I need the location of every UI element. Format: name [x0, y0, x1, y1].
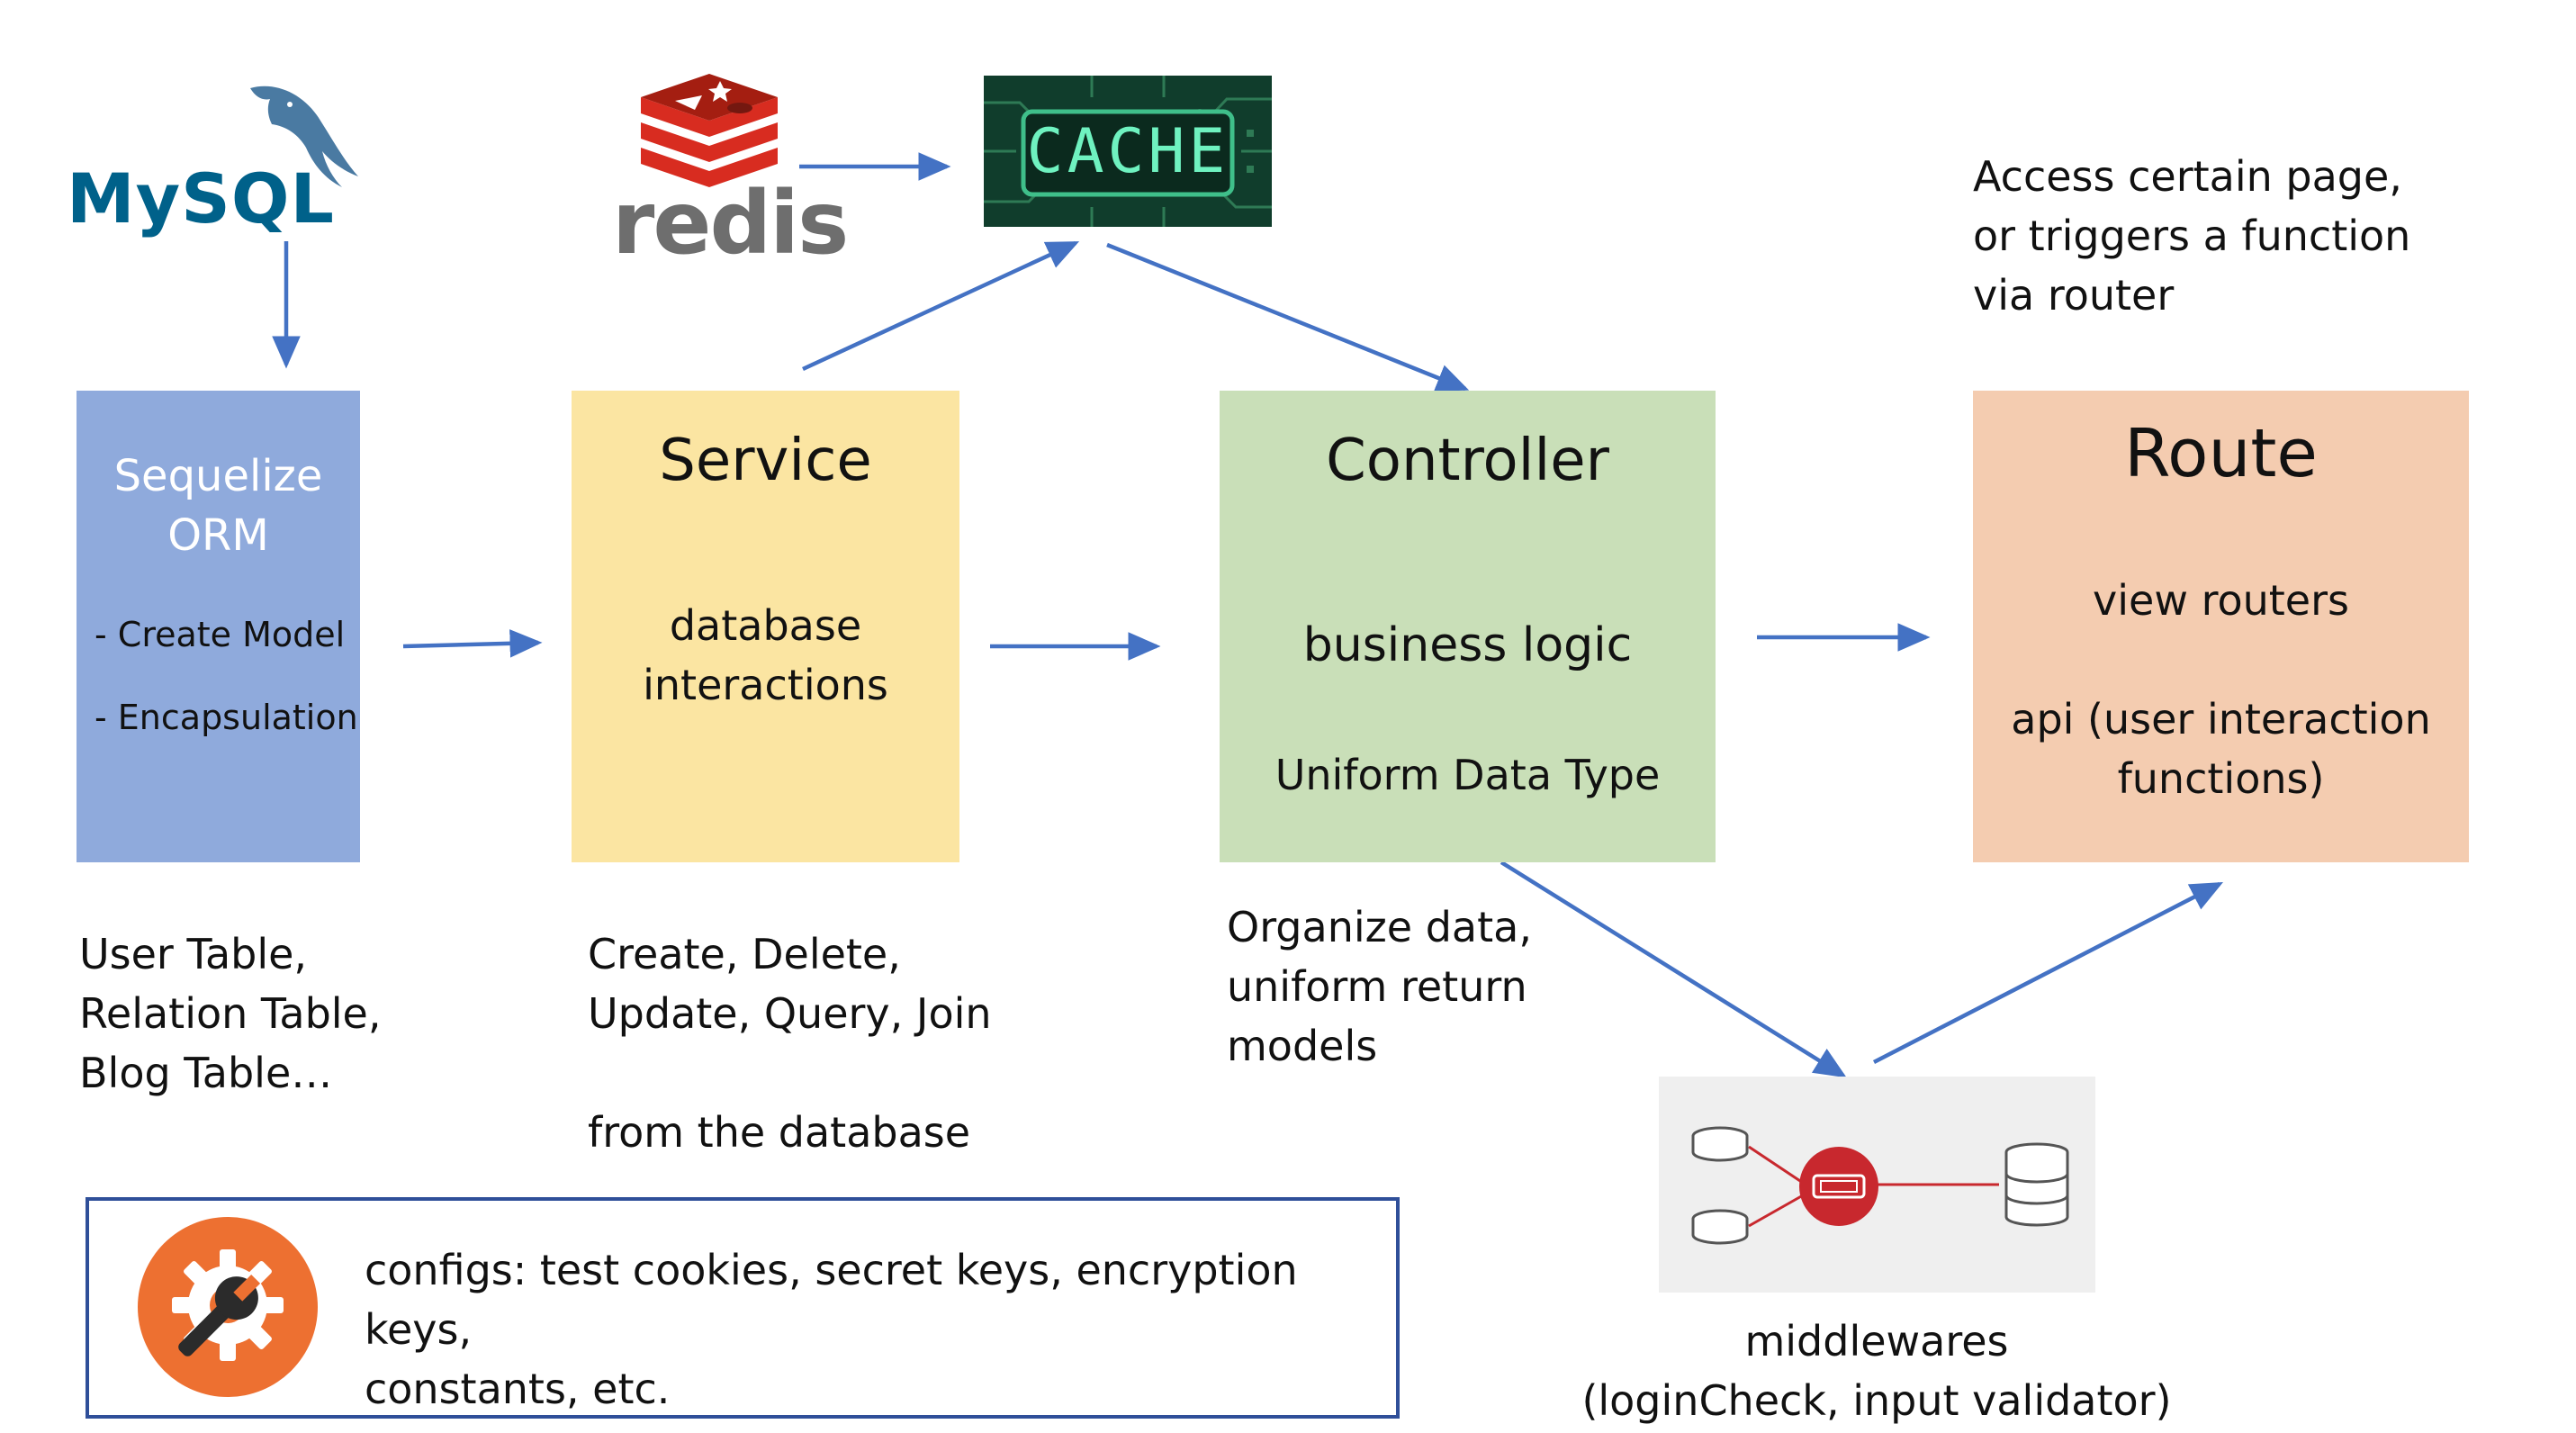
redis-logo: redis: [612, 70, 849, 268]
controller-box: Controller business logic Uniform Data T…: [1220, 391, 1716, 862]
redis-stack-icon: [641, 74, 778, 187]
config-text: configs: test cookies, secret keys, encr…: [365, 1246, 1298, 1413]
orm-item-encapsulation: - Encapsulation: [95, 698, 358, 737]
service-body: database interactions: [643, 601, 888, 709]
cache-label: CACHE: [1026, 116, 1229, 187]
arrow-service-to-cache: [802, 240, 1080, 372]
route-body-view-routers: view routers: [2093, 576, 2349, 625]
config-box: configs: test cookies, secret keys, encr…: [86, 1197, 1400, 1419]
controller-title: Controller: [1326, 428, 1609, 494]
arrow-orm-to-service: [402, 629, 543, 658]
controller-caption: Organize data, uniform return models: [1227, 903, 1532, 1070]
route-title: Route: [2124, 415, 2318, 492]
mysql-logo: MySQL: [63, 72, 369, 243]
route-annotation: Access certain page, or triggers a funct…: [1973, 152, 2411, 320]
orm-item-create-model: - Create Model: [95, 615, 346, 654]
orm-title: Sequelize ORM: [113, 451, 323, 561]
orm-caption: User Table, Relation Table, Blog Table…: [79, 930, 382, 1097]
service-caption: Create, Delete, Update, Query, Join from…: [588, 930, 992, 1157]
route-body-api: api (user interaction functions): [2011, 695, 2431, 803]
controller-sub: Uniform Data Type: [1274, 751, 1661, 799]
arrow-middleware-to-route: [1872, 881, 2223, 1064]
middleware-image: [1659, 1077, 2095, 1293]
mysql-dolphin-icon: [250, 86, 358, 187]
controller-body: business logic: [1302, 618, 1633, 672]
cache-image: CACHE: [984, 76, 1272, 227]
route-box: Route view routers api (user interaction…: [1973, 391, 2469, 862]
arrow-controller-to-middleware: [1500, 861, 1847, 1078]
network-hub-icon: [1691, 1126, 2069, 1245]
arrow-cache-to-controller: [1106, 242, 1470, 392]
orm-box: Sequelize ORM - Create Model - Encapsula…: [77, 391, 360, 862]
service-title: Service: [659, 428, 872, 494]
middleware-caption: middlewares (loginCheck, input validator…: [1581, 1317, 2172, 1425]
circuit-board-icon: [984, 76, 1272, 227]
redis-wordmark: redis: [612, 173, 849, 274]
service-box: Service database interactions: [572, 391, 959, 862]
mysql-wordmark: MySQL: [67, 158, 335, 239]
gear-wrench-icon: [138, 1217, 318, 1397]
